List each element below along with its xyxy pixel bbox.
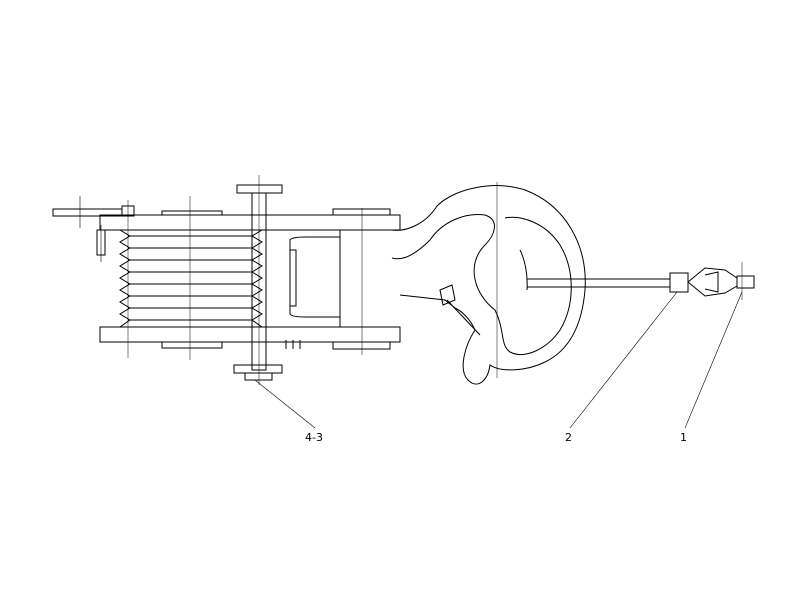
leader-lines	[254, 291, 743, 429]
callout-2: 2	[565, 431, 572, 444]
sheave-pack	[119, 196, 263, 360]
rope-tail	[527, 262, 755, 300]
callout-1: 1	[680, 431, 687, 444]
hook-nut-housing	[289, 208, 363, 355]
sheave-axle	[233, 175, 301, 385]
callouts: 4-3 2 1	[305, 431, 687, 444]
callout-4-3: 4-3	[305, 431, 323, 444]
hook	[391, 182, 586, 385]
